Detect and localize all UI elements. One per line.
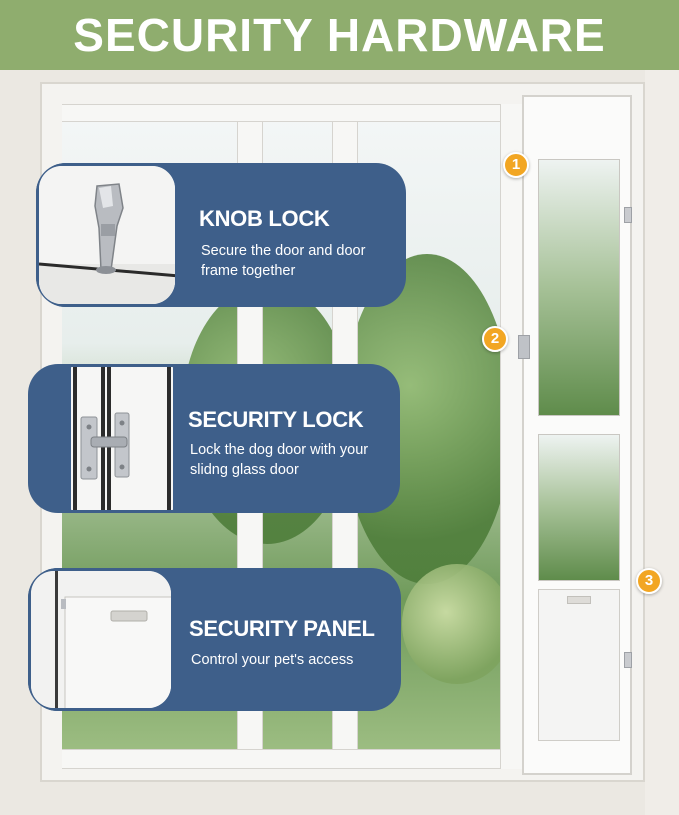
pet-door-flap: [538, 589, 620, 741]
door-stile: [500, 104, 524, 769]
security-lock-thumbnail: [68, 364, 176, 513]
number-badge-1: 1: [503, 152, 529, 178]
feature-card-security-panel: SECURITY PANEL Control your pet's access: [28, 568, 401, 711]
hinge-icon: [624, 207, 632, 223]
number-badge-3: 3: [636, 568, 662, 594]
feature-title: SECURITY PANEL: [189, 616, 375, 641]
security-panel-icon: [31, 571, 171, 708]
feature-description: slidng glass door: [190, 462, 299, 478]
door-top-rail: [62, 104, 522, 122]
pet-door-lower-glass: [538, 434, 620, 581]
feature-card-knob-lock: KNOB LOCK Secure the door and door frame…: [36, 163, 406, 307]
feature-title: SECURITY LOCK: [188, 407, 364, 432]
flap-handle: [567, 596, 591, 604]
security-panel-thumbnail: [28, 568, 174, 711]
feature-title: KNOB LOCK: [199, 206, 330, 231]
feature-description: Control your pet's access: [191, 652, 354, 668]
pet-door-panel: [518, 95, 632, 775]
shrub-decoration: [402, 564, 512, 684]
feature-description: Secure the door and door: [201, 243, 366, 259]
header-band: SECURITY HARDWARE: [0, 0, 679, 70]
pet-door-upper-glass: [538, 159, 620, 416]
knob-lock-icon: [39, 166, 175, 304]
feature-card-security-lock: SECURITY LOCK Lock the dog door with you…: [28, 364, 400, 513]
lock-hardware-icon: [518, 335, 530, 359]
page-title: SECURITY HARDWARE: [73, 9, 606, 61]
knob-lock-thumbnail: [36, 163, 178, 307]
wall-edge: [645, 70, 679, 815]
door-bottom-rail: [62, 749, 522, 769]
feature-description: Lock the dog door with your: [190, 442, 369, 458]
number-badge-2: 2: [482, 326, 508, 352]
security-lock-icon: [71, 367, 173, 510]
hinge-icon: [624, 652, 632, 668]
feature-description: frame together: [201, 263, 296, 279]
